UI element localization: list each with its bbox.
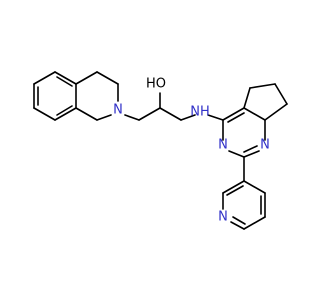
bond [56,76,73,87]
bond [124,114,140,121]
atom-label-amine-nh: NH [190,105,210,120]
bond [180,114,196,121]
bond [274,83,288,105]
bond [232,216,246,225]
bond [243,216,266,230]
bond [159,107,182,121]
bond [243,107,266,121]
bond [54,107,77,121]
bond [222,180,245,194]
bond [96,71,119,85]
bond-lines [33,71,288,230]
bond [230,221,245,230]
bond [75,71,98,85]
bond [243,150,260,158]
bond [264,103,288,121]
bond [249,83,276,89]
bond [138,107,161,121]
bond [75,107,98,121]
bond [222,107,245,121]
atom-label-hydroxyl: HO [146,77,166,92]
bond [243,180,266,194]
bond [243,87,251,109]
molecule-structure-diagram: N HO NH N N N [33,71,288,230]
bond [207,114,224,121]
atom-label-n-tetrahydroisoquinoline: N [113,103,123,118]
atom-label-n-pyrimidine-right: N [260,138,270,153]
bond [96,114,112,121]
bond [54,71,77,85]
bond [33,71,56,85]
atom-label-n-pyridine: N [218,210,228,225]
bond [56,105,73,116]
bond [243,145,258,153]
bond [227,112,245,123]
bond [226,185,244,196]
bond [33,107,56,121]
atom-labels: N HO NH N N N [113,77,270,225]
bond [228,150,245,158]
atom-label-n-pyrimidine-left: N [218,138,228,153]
